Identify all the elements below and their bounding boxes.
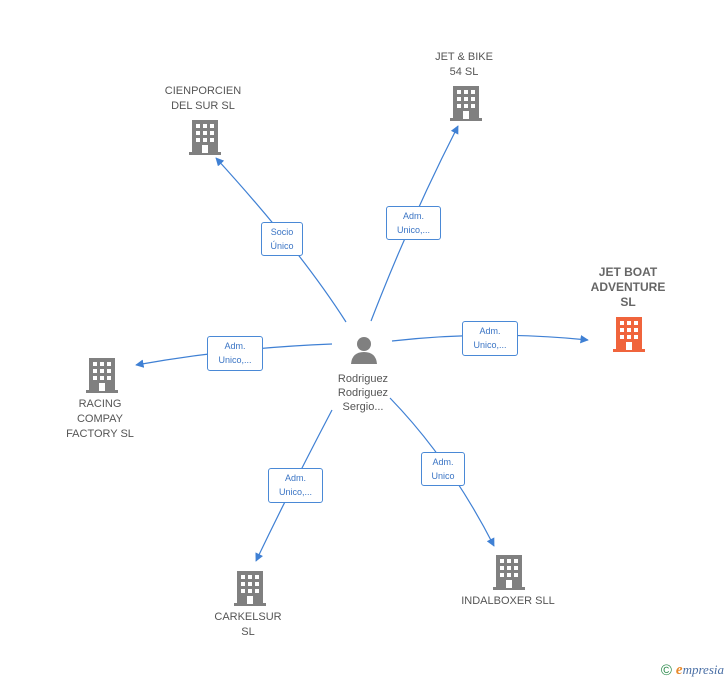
copyright-icon: ©	[660, 662, 672, 679]
node-label-indalboxer[interactable]: INDALBOXER SLL	[461, 595, 555, 607]
edge-label-carkelsur[interactable]: Adm. Unico,...	[268, 468, 323, 503]
node-label-jetbike[interactable]: JET & BIKE 54 SL	[435, 51, 493, 78]
person-icon[interactable]	[348, 334, 380, 366]
building-icon[interactable]	[493, 554, 525, 590]
building-icon[interactable]	[234, 570, 266, 606]
building-icon[interactable]	[86, 357, 118, 393]
node-label-cienporcien[interactable]: CIENPORCIEN DEL SUR SL	[164, 85, 242, 112]
edge-label-jetboat[interactable]: Adm. Unico,...	[462, 321, 518, 356]
edge-label-indalboxer[interactable]: Adm. Unico	[421, 452, 465, 486]
center-person-name[interactable]: Rodriguez Rodriguez Sergio...	[337, 373, 389, 413]
edge-label-jetbike[interactable]: Adm. Unico,...	[386, 206, 441, 240]
building-icon[interactable]	[450, 85, 482, 121]
building-icon[interactable]	[613, 316, 645, 352]
brand-logo[interactable]: empresia	[675, 662, 724, 678]
footer-brand: © empresia	[661, 662, 724, 679]
node-label-carkelsur[interactable]: CARKELSUR SL	[214, 611, 282, 638]
node-label-jetboat[interactable]: JET BOAT ADVENTURE SL	[590, 265, 666, 309]
edge-label-cienporcien[interactable]: Socio Único	[261, 222, 303, 256]
node-label-racing[interactable]: RACING COMPAY FACTORY SL	[66, 398, 134, 440]
edge-label-racing[interactable]: Adm. Unico,...	[207, 336, 263, 371]
building-icon[interactable]	[189, 119, 221, 155]
